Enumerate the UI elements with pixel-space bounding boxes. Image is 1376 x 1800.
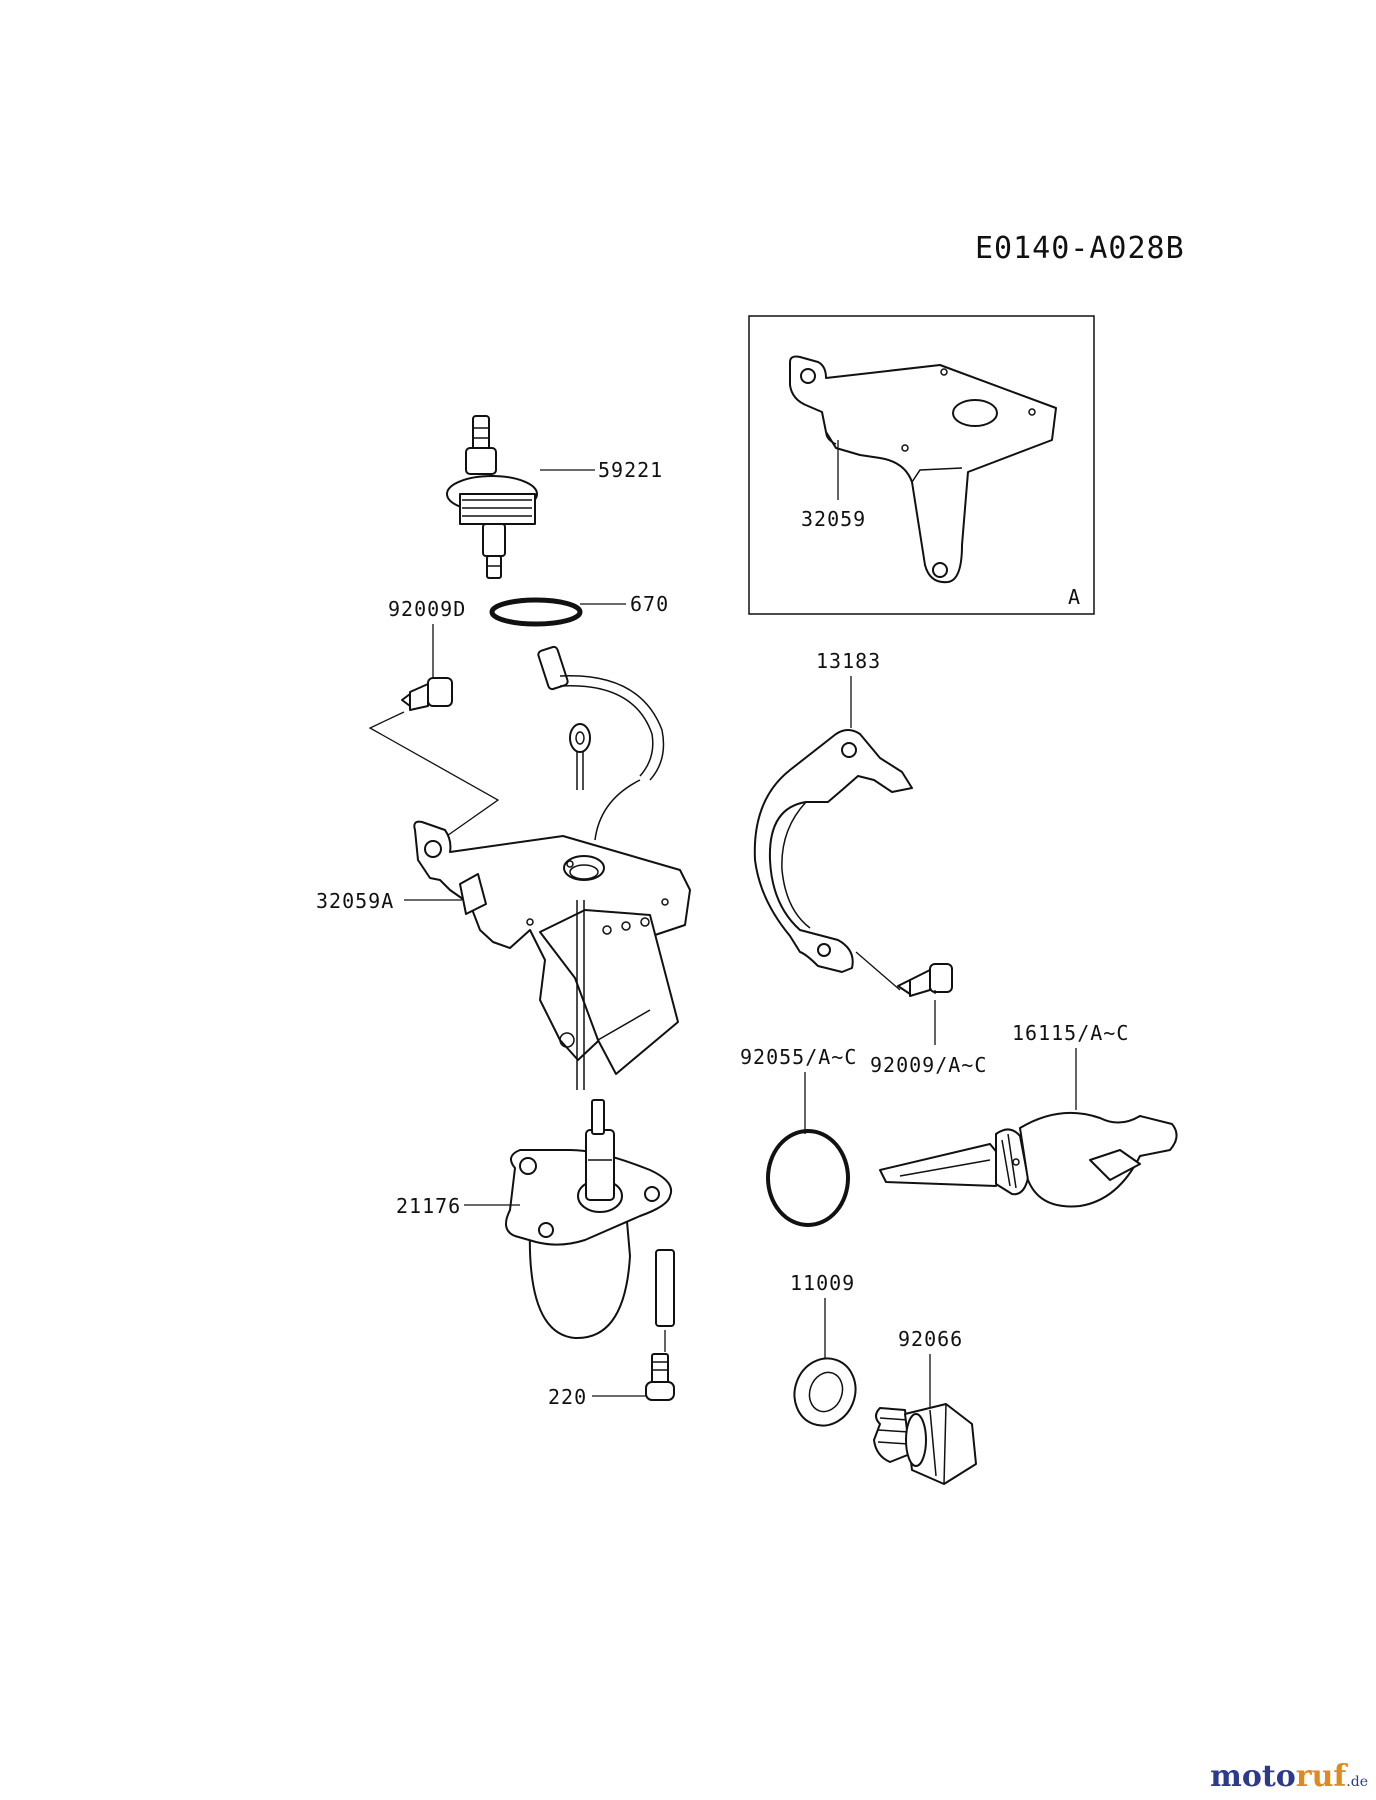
bracket-32059A-drawing [413,645,691,1090]
label-92066: 92066 [898,1327,963,1351]
label-32059A: 32059A [316,889,394,913]
watermark-logo: motoruf.de [1210,1759,1368,1794]
diagram-code: E0140-A028B [975,231,1185,266]
label-32059: 32059 [801,507,866,531]
screw-92009D-drawing [401,677,453,711]
solenoid-21176-drawing [505,1099,675,1340]
bracket-13183-drawing [753,729,913,973]
label-16115AC: 16115/A~C [1012,1021,1129,1045]
oring-92055AC-drawing [766,1129,850,1227]
label-92009AC: 92009/A~C [870,1053,987,1077]
label-11009: 11009 [790,1271,855,1295]
screw-92009AC-drawing [897,963,953,997]
label-21176: 21176 [396,1194,461,1218]
plug-92066-drawing [873,1403,977,1485]
label-59221: 59221 [598,458,663,482]
label-220: 220 [548,1385,587,1409]
watermark-suffix: .de [1346,1774,1368,1790]
label-92055AC: 92055/A~C [740,1045,857,1069]
inset-label: A [1068,585,1081,609]
inset-box-a: A 32059 [748,315,1095,615]
bracket-32059-drawing [789,355,1057,584]
label-13183: 13183 [816,649,881,673]
fitting-59221-drawing [446,415,538,579]
label-92009D: 92009D [388,597,466,621]
watermark-part2: ruf [1295,1759,1347,1794]
label-670: 670 [630,592,669,616]
washer-11009-drawing [793,1357,857,1427]
oring-670-drawing [489,597,583,627]
dipstick-16115AC-drawing [879,1111,1178,1208]
bolt-220-drawing [645,1353,675,1401]
watermark-part1: moto [1210,1759,1296,1794]
